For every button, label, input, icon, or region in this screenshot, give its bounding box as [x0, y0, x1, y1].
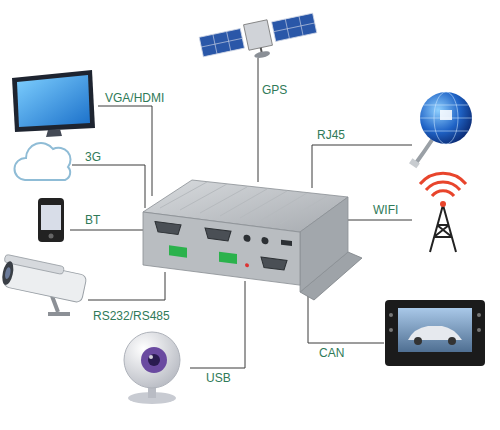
phone-icon: [38, 198, 64, 242]
monitor-icon: [17, 75, 90, 127]
leader-lines: [72, 165, 145, 208]
interface-label: RS232/RS485: [92, 309, 171, 323]
embedded-device: [261, 257, 287, 270]
wifi-tower-icon: [420, 173, 466, 196]
leader-lines: [312, 145, 412, 188]
car-dvd-icon: [448, 337, 456, 345]
network-globe-icon: [409, 92, 472, 168]
webcam-icon: [124, 332, 180, 388]
embedded-device: [219, 252, 237, 264]
embedded-device: [300, 197, 348, 292]
leader-lines: [258, 58, 259, 182]
car-dvd-icon: [389, 328, 393, 332]
embedded-device: [281, 240, 292, 246]
leader-lines: [88, 272, 165, 300]
embedded-device: [244, 234, 251, 242]
interface-label: VGA/HDMI: [104, 91, 165, 105]
network-globe-icon: [420, 92, 472, 144]
phone-icon: [49, 234, 54, 239]
interface-label: GPS: [261, 83, 288, 97]
phone-icon: [41, 205, 61, 230]
embedded-device: [205, 228, 231, 241]
interface-label: RJ45: [316, 128, 346, 142]
webcam-icon: [141, 347, 167, 373]
camera-icon: [0, 260, 15, 286]
embedded-device: [262, 237, 269, 245]
webcam-icon: [124, 332, 180, 404]
car-dvd-icon: [477, 313, 481, 317]
phone-icon: [38, 198, 64, 242]
leader-lines: [348, 220, 412, 221]
embedded-device: [245, 263, 249, 268]
leader-lines: [308, 296, 384, 343]
car-dvd-icon: [385, 300, 485, 366]
interface-label: WIFI: [372, 203, 399, 217]
monitor-icon: [12, 70, 95, 137]
interface-label: BT: [84, 213, 101, 227]
interface-label: USB: [205, 371, 232, 385]
camera-icon: [0, 254, 88, 314]
car-dvd-icon: [398, 308, 472, 352]
webcam-icon: [149, 355, 153, 359]
embedded-device: [169, 245, 187, 257]
network-globe-icon: [416, 140, 432, 163]
interface-label: 3G: [84, 150, 102, 164]
cloud-icon: [14, 143, 70, 180]
satellite-icon: [254, 50, 271, 59]
leader-lines: [98, 106, 152, 196]
monitor-icon: [46, 129, 62, 137]
cloud-icon: [14, 143, 70, 180]
embedded-device: [155, 222, 181, 235]
embedded-device: [143, 212, 300, 285]
monitor-icon: [12, 70, 95, 132]
wifi-tower-icon: [440, 201, 446, 207]
network-globe-icon: [409, 158, 420, 168]
network-globe-icon: [440, 110, 452, 120]
leader-lines: [70, 230, 143, 231]
car-dvd-icon: [477, 328, 481, 332]
camera-icon: [0, 254, 88, 303]
car-dvd-icon: [385, 300, 485, 366]
webcam-icon: [148, 354, 160, 366]
network-globe-icon: [420, 105, 472, 131]
leader-lines: [70, 58, 412, 368]
embedded-device: [143, 180, 362, 300]
camera-icon: [4, 267, 11, 280]
wifi-tower-icon: [430, 205, 456, 252]
leader-lines: [190, 281, 245, 368]
satellite-icon: [244, 20, 273, 50]
satellite-icon: [199, 10, 320, 69]
car-dvd-icon: [414, 337, 422, 345]
satellite-icon: [199, 13, 317, 57]
wifi-tower-icon: [420, 173, 466, 252]
car-dvd-icon: [389, 313, 393, 317]
embedded-device: [143, 212, 300, 285]
interface-label: CAN: [318, 346, 345, 360]
